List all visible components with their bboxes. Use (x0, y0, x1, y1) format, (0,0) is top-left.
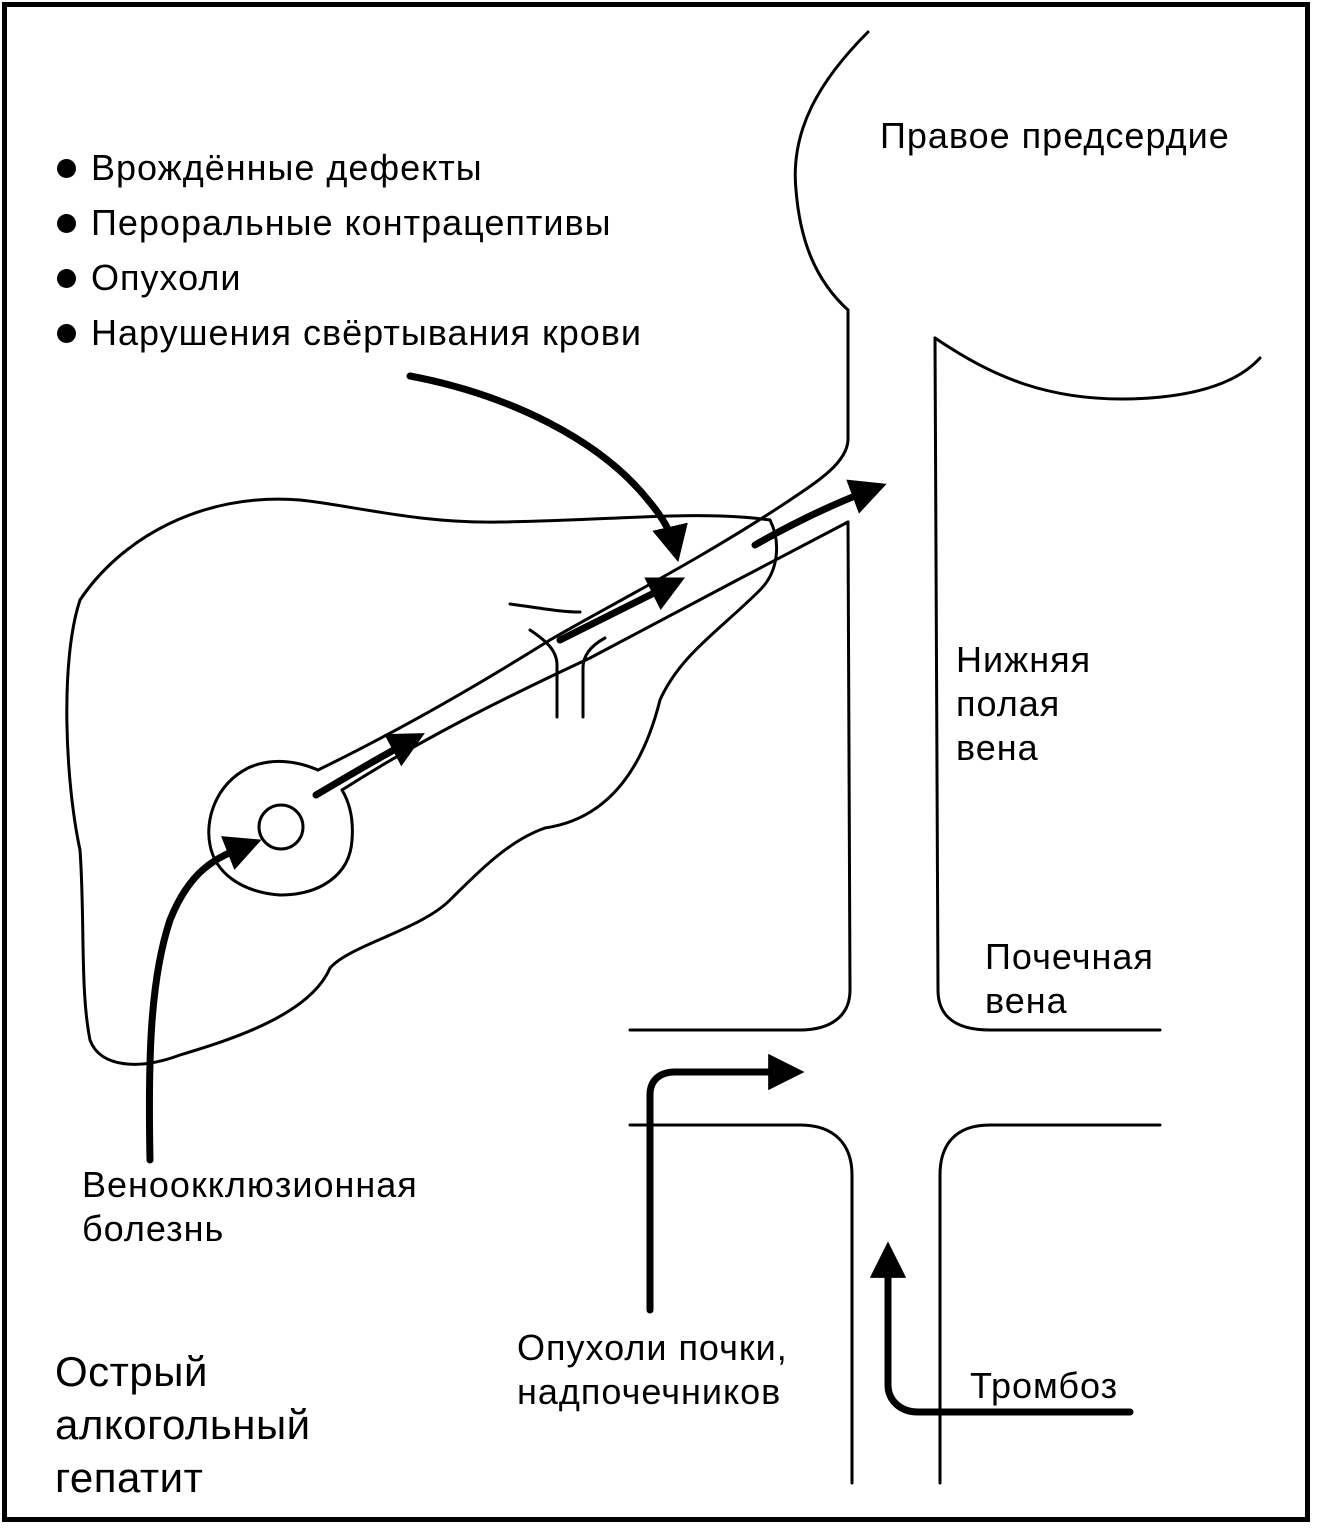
renal-vein-label: Почечная вена (985, 935, 1154, 1023)
renal-vein-label-line: вена (985, 980, 1068, 1021)
ivc-label-line: полая (956, 683, 1061, 724)
ivc-label-line: Нижняя (956, 639, 1092, 680)
causes-list: Врождённые дефекты Пероральные контрацеп… (55, 140, 642, 360)
flow-arrow-1 (312, 733, 425, 799)
bullet-icon (57, 269, 76, 288)
vod-label: Веноокклюзионная болезнь (82, 1163, 418, 1251)
upper-branch (508, 602, 582, 614)
lobule-outer-ring (207, 759, 354, 897)
central-vein-circle (257, 803, 305, 851)
ivc-left-wall-lower (628, 520, 852, 1032)
bullet-icon (57, 324, 76, 343)
right-atrium-outline (793, 30, 870, 312)
vod-arrow (145, 836, 262, 1164)
renal-vein-left-wall (628, 1123, 854, 1485)
thrombosis-arrow (869, 1241, 1134, 1416)
alcoholic-hepatitis-label-line: Острый (55, 1348, 208, 1395)
ivc-label: Нижняя полая вена (956, 638, 1091, 770)
vod-label-line: болезнь (82, 1208, 225, 1249)
ivc-right-wall (933, 336, 1162, 1032)
renal-tumors-label-line: Опухоли почки, (517, 1327, 788, 1368)
ivc-left-wall (788, 308, 850, 502)
bullet-icon (57, 214, 76, 233)
lower-branch-right (581, 636, 607, 719)
bullet-icon (57, 159, 76, 178)
renal-vein-right-wall (938, 1123, 1162, 1485)
flow-arrow-2 (556, 577, 686, 644)
flow-arrow-3 (751, 479, 887, 549)
vod-label-line: Веноокклюзионная (82, 1164, 418, 1205)
right-atrium-label: Правое предсердие (880, 115, 1230, 156)
renal-vein-label-line: Почечная (985, 936, 1154, 977)
hepatic-vein-upper-wall (316, 498, 792, 772)
alcoholic-hepatitis-label-line: гепатит (55, 1454, 204, 1501)
hepatic-vein-lower-wall (340, 520, 850, 792)
thrombosis-label: Тромбоз (970, 1365, 1119, 1406)
cause-item: Нарушения свёртывания крови (55, 305, 642, 360)
cause-item: Пероральные контрацептивы (55, 195, 642, 250)
renal-tumors-label-line: надпочечников (517, 1371, 782, 1412)
alcoholic-hepatitis-label-line: алкогольный (55, 1401, 311, 1448)
liver-outline (65, 497, 779, 1066)
cause-item: Врождённые дефекты (55, 140, 642, 195)
right-atrium-lower-outline (933, 336, 1262, 401)
cause-item: Опухоли (55, 250, 642, 305)
renal-tumors-label: Опухоли почки, надпочечников (517, 1326, 788, 1414)
lower-branch-left (528, 628, 559, 719)
ivc-label-line: вена (956, 727, 1039, 768)
causes-arrow (406, 372, 688, 563)
renal-tumor-arrow (646, 1053, 805, 1314)
alcoholic-hepatitis-label: Острый алкогольный гепатит (55, 1345, 311, 1504)
